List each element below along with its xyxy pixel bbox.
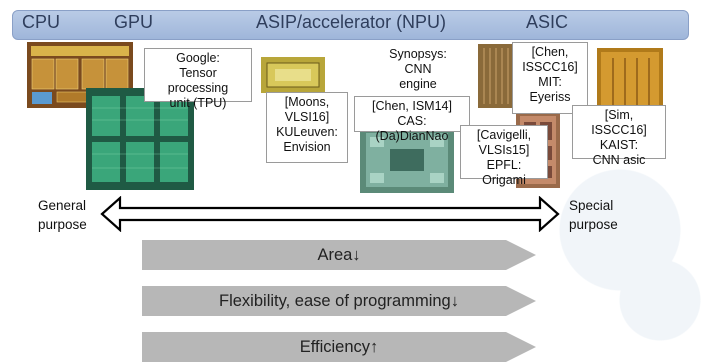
gpu-die-image [86,88,194,190]
label-chen-diannao: [Chen, ISM14] CAS: (Da)DianNao [354,96,470,143]
bar-efficiency-label: Efficiency↑ [299,338,379,356]
asic-die-image-1 [478,44,516,108]
double-arrow [100,196,560,232]
bar-efficiency: Efficiency↑ [142,332,536,362]
envision-die-image [261,57,325,93]
axis-general-purpose: General purpose [38,198,87,232]
label-chen-eyeriss: [Chen, ISSCC16] MIT: Eyeriss [512,42,588,114]
bar-flexibility-label: Flexibility, ease of programming↓ [219,292,459,310]
header-gpu: GPU [114,12,154,32]
label-sim-cnn-asic: [Sim, ISSCC16] KAIST: CNN asic [572,105,666,167]
label-google-tpu: Google: Tensor processing unit (TPU) [144,48,252,110]
label-synopsys: Synopsys: CNN engine [383,45,453,91]
bar-area: Area↓ [142,240,536,270]
kaist-die-image [597,48,663,116]
header-npu: ASIP/accelerator (NPU) [256,12,447,32]
bar-flexibility: Flexibility, ease of programming↓ [142,286,536,316]
diannao-die-image [360,127,454,193]
label-moons-envision: [Moons, VLSI16] KULeuven: Envision [266,92,348,163]
category-header-bar [12,10,689,40]
header-asic: ASIC [526,12,569,32]
bar-area-label: Area↓ [317,246,361,264]
axis-special-purpose: Special purpose [569,198,618,232]
header-cpu: CPU [22,12,61,32]
label-cavigelli-origami: [Cavigelli, VLSIs15] EPFL: Origami [460,125,548,187]
